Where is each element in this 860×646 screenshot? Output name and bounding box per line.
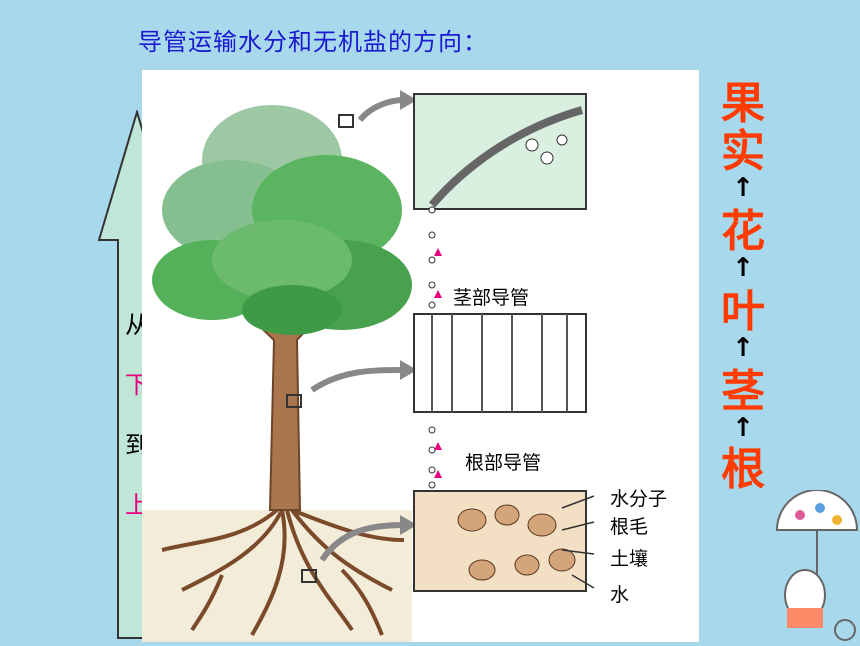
organ-flower: 花 — [721, 206, 765, 257]
organ-sequence: 果实 ↑ 花 ↑ 叶 ↑ 茎 ↑ 根 — [708, 80, 778, 494]
organ-leaf: 叶 — [721, 286, 765, 337]
canopy — [152, 105, 412, 335]
stem-cross-section — [413, 313, 587, 413]
label-water-molecule: 水分子 — [610, 488, 668, 510]
up-arrow-1: ↑ — [732, 173, 754, 203]
slide-title: 导管运输水分和无机盐的方向： — [138, 28, 488, 56]
root-cross-section — [413, 490, 587, 592]
organ-stem: 茎 — [721, 366, 765, 417]
organ-root: 根 — [721, 444, 765, 495]
label-stem-vessel: 茎部导管 — [453, 287, 530, 309]
organ-fruit: 果实 — [721, 78, 765, 177]
umbrella-character-icon — [775, 490, 859, 641]
label-root-vessel: 根部导管 — [465, 452, 542, 474]
label-water: 水 — [610, 584, 630, 606]
label-soil: 土壤 — [610, 548, 649, 570]
tree-vessel-illustration — [142, 90, 595, 642]
diagram-panel — [142, 70, 699, 642]
up-arrow-4: ↑ — [732, 413, 754, 443]
up-arrow-3: ↑ — [732, 333, 754, 363]
up-arrow-2: ↑ — [732, 253, 754, 283]
label-root-hair: 根毛 — [610, 516, 649, 538]
